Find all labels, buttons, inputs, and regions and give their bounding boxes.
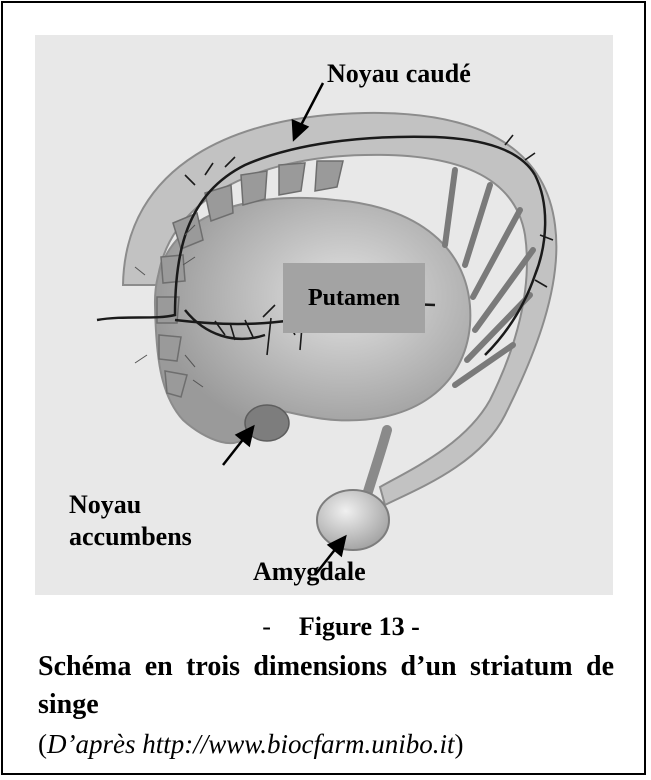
label-noyau-caude: Noyau caudé <box>327 59 471 89</box>
label-box-putamen: Putamen <box>283 263 425 333</box>
figure-label: Figure 13 - <box>299 612 420 641</box>
figure-source: (D’après http://www.biocfarm.unibo.it) <box>38 728 614 760</box>
amygdala-shape <box>317 490 389 550</box>
figure-dash: - <box>262 612 271 641</box>
source-text: D’après http://www.biocfarm.unibo.it <box>47 729 455 759</box>
figure-title: Schéma en trois dimensions d’un striatum… <box>38 648 614 724</box>
label-amygdale: Amygdale <box>253 557 366 587</box>
label-putamen: Putamen <box>308 285 400 312</box>
label-noyau-accumbens-line2: accumbens <box>69 522 192 552</box>
diagram-panel: Noyau caudé Putamen Noyau accumbens Amyg… <box>35 35 613 595</box>
label-noyau-accumbens-line1: Noyau <box>69 490 141 520</box>
source-close-paren: ) <box>455 729 464 759</box>
figure-number: -Figure 13 - <box>38 612 614 642</box>
source-open-paren: ( <box>38 729 47 759</box>
